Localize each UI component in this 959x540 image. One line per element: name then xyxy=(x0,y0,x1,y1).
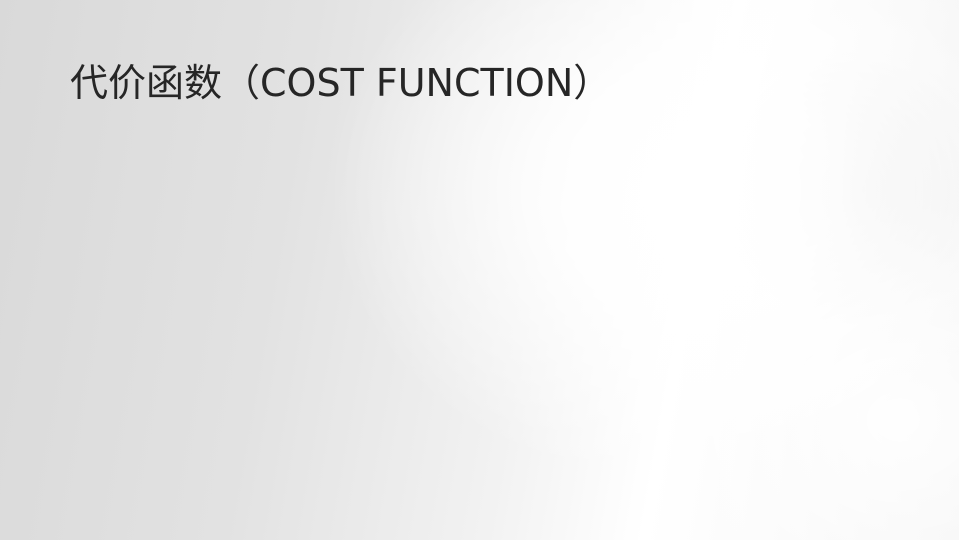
slide-title: 代价函数（COST FUNCTION） xyxy=(70,61,612,105)
